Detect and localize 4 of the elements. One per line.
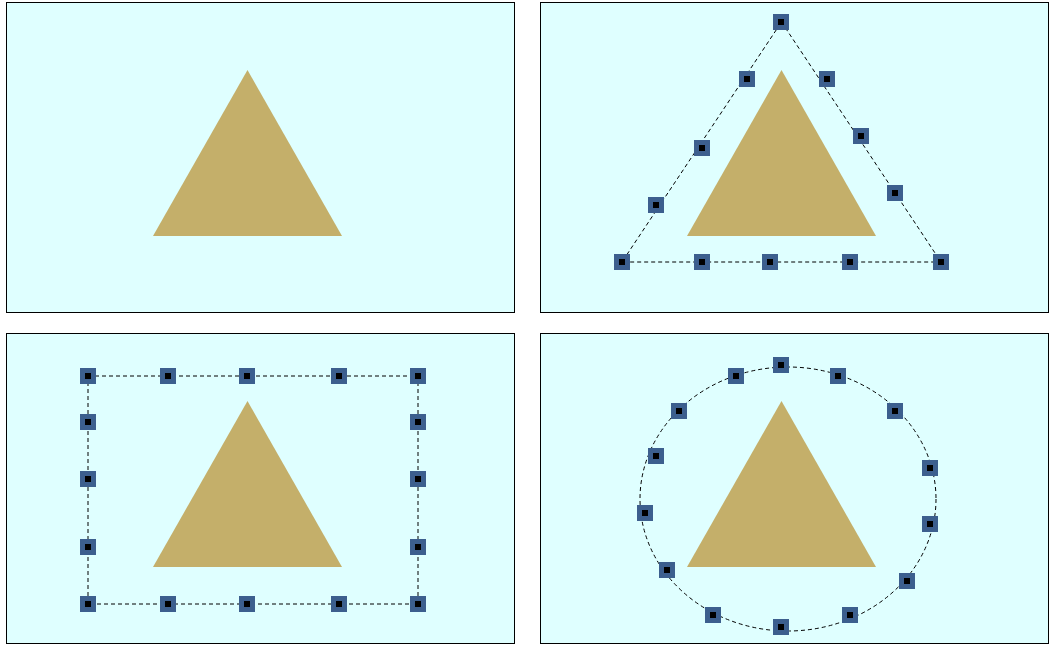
panel (540, 333, 1049, 644)
panel (6, 333, 515, 644)
panel (540, 2, 1049, 313)
panel (6, 2, 515, 313)
